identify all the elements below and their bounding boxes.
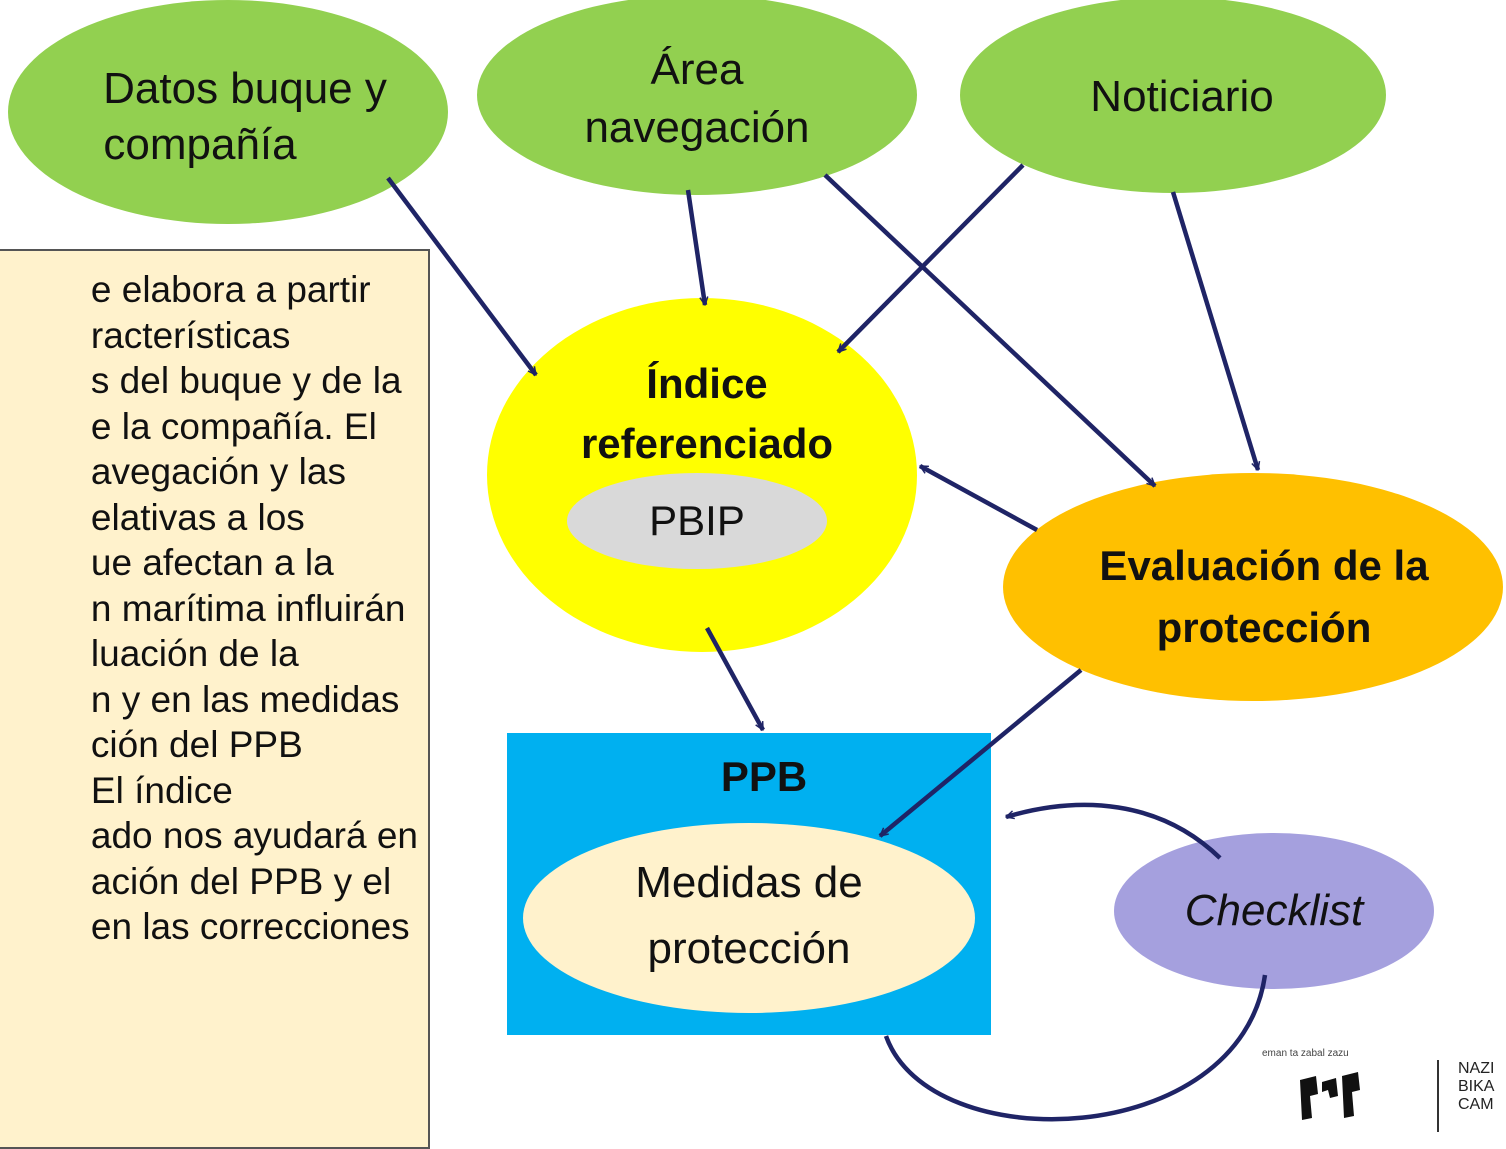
node-checklist-label: Checklist <box>1184 886 1364 935</box>
logo-emblem-icon <box>1300 1072 1360 1120</box>
description-line: ación del PPB y el <box>90 860 392 902</box>
arrow-noticiario-to-evaluacion <box>1170 191 1261 471</box>
evaluacion-line1: Evaluación de la <box>1099 542 1429 589</box>
description-line: racterísticas <box>90 314 291 356</box>
node-evaluacion <box>1003 473 1503 701</box>
indice-line1: Índice <box>646 360 768 407</box>
description-line: e la compañía. El <box>90 405 377 447</box>
node-area-navegacion <box>477 0 917 195</box>
description-line: n y en las medidas <box>90 678 400 720</box>
university-logo: eman ta zabal zazu <box>1262 1046 1402 1132</box>
node-indice-label: Índice referenciado <box>581 354 833 474</box>
arrow-area-to-evaluacion <box>823 173 1157 488</box>
medidas-line1: Medidas de <box>635 858 863 907</box>
arrow-checklist-to-ppb <box>1005 802 1222 860</box>
description-line: avegación y las <box>90 451 346 492</box>
description-line: luación de la <box>90 633 299 674</box>
description-line: ción del PPB <box>90 724 303 765</box>
arrow-evaluacion-to-medidas <box>878 668 1083 838</box>
logo-text-line: CAM <box>1458 1096 1494 1113</box>
node-medidas <box>523 823 975 1013</box>
node-pbip <box>567 473 827 569</box>
description-line: en las correcciones <box>90 906 410 947</box>
node-area-label: Área navegación <box>584 41 809 157</box>
description-line: El índice <box>90 769 233 811</box>
node-medidas-label: Medidas de protección <box>635 850 862 982</box>
description-line: ue afectan a la <box>90 542 334 583</box>
arrow-noticiario-to-indice <box>836 163 1025 354</box>
node-evaluacion-label: Evaluación de la protección <box>1099 535 1428 659</box>
medidas-line2: protección <box>647 924 851 973</box>
node-ppb-label: PPB <box>720 753 808 800</box>
logo-motto: eman ta zabal zazu <box>1262 1048 1349 1059</box>
arrow-area-to-indice <box>685 189 709 306</box>
arrow-datos-to-indice <box>386 176 538 377</box>
node-checklist <box>1114 833 1434 989</box>
area-line1: Área <box>650 45 744 94</box>
description-line: ado nos ayudará en <box>90 815 418 856</box>
description-line: elativas a los <box>90 496 305 538</box>
logo-text-line: NAZI <box>1458 1060 1495 1077</box>
description-line: s del buque y de la <box>90 360 402 401</box>
area-line2: navegación <box>584 103 810 152</box>
node-datos-buque-label: Datos buque y compañía <box>103 61 387 173</box>
evaluacion-line2: protección <box>1156 604 1372 651</box>
indice-line2: referenciado <box>580 420 834 467</box>
datos-line1: Datos buque y <box>103 64 387 113</box>
node-noticiario-label: Noticiario <box>1090 72 1274 121</box>
node-pbip-label: PBIP <box>649 497 745 544</box>
logo-text-line: BIKA <box>1458 1078 1495 1095</box>
arrow-evaluacion-to-indice <box>918 464 1039 532</box>
loop-medidas-checklist <box>883 974 1268 1122</box>
node-noticiario <box>960 0 1386 193</box>
datos-line2: compañía <box>103 120 297 169</box>
description-line: n marítima influirán <box>90 587 406 629</box>
node-datos-buque <box>8 0 448 224</box>
logo-separator <box>1437 1060 1439 1132</box>
arrow-indice-to-ppb <box>705 626 765 732</box>
description-line: e elabora a partir <box>90 269 371 310</box>
